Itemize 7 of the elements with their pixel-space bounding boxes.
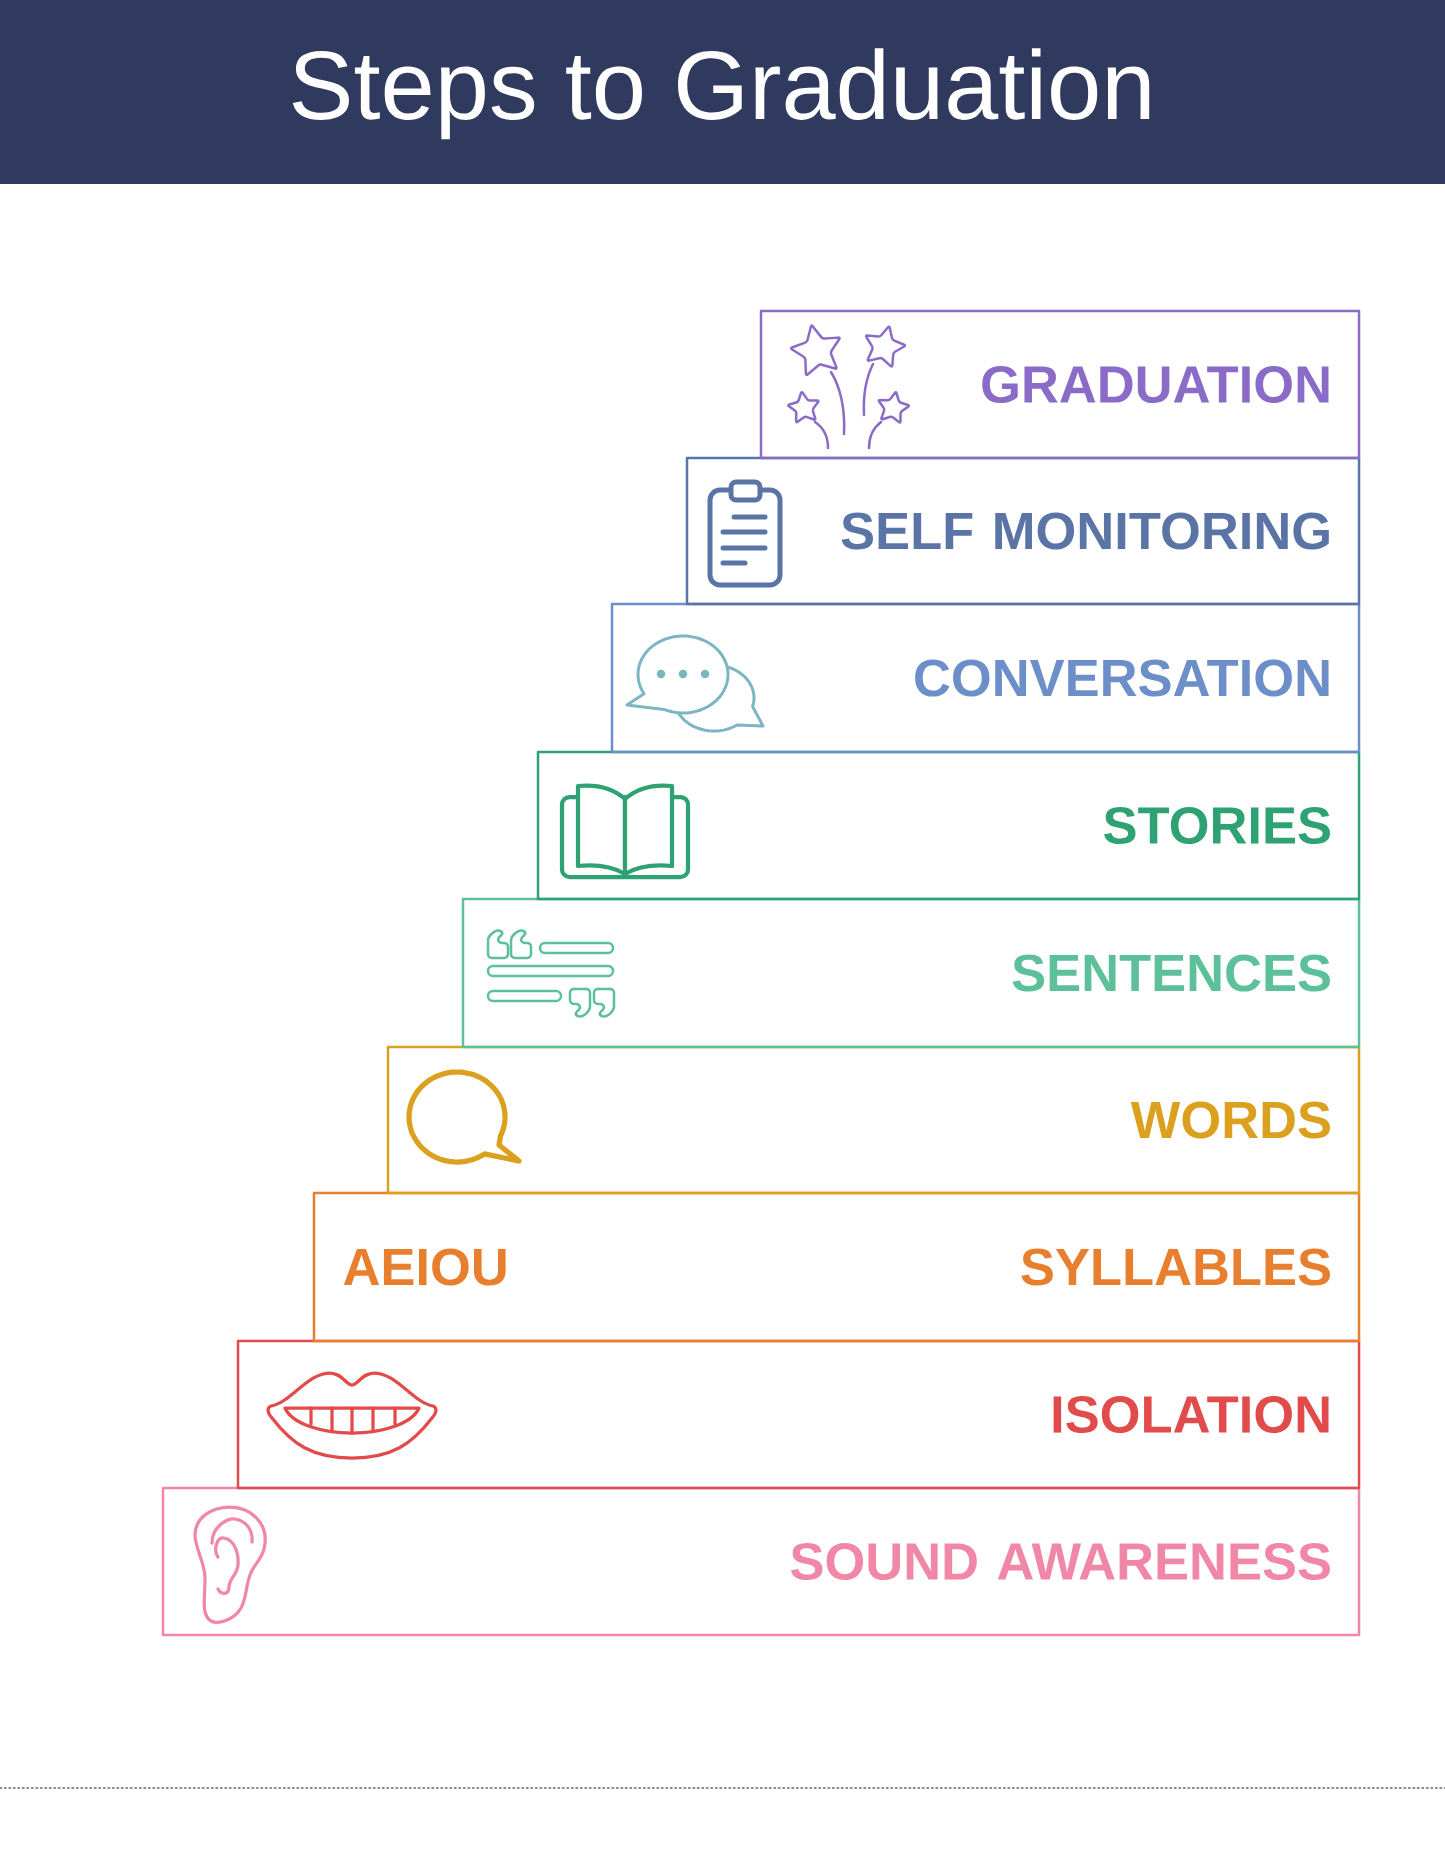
step-box: SENTENCES [461,897,1361,1049]
step-box: ISOLATION [236,1339,1361,1490]
step-box: GRADUATION [759,309,1361,460]
step-box: WORDS [386,1045,1361,1195]
step-box: SOUND AWARENESS [161,1486,1361,1637]
vowel-letters: AEIOU [343,1248,506,1286]
title-banner: Steps to Graduation [0,0,1445,184]
